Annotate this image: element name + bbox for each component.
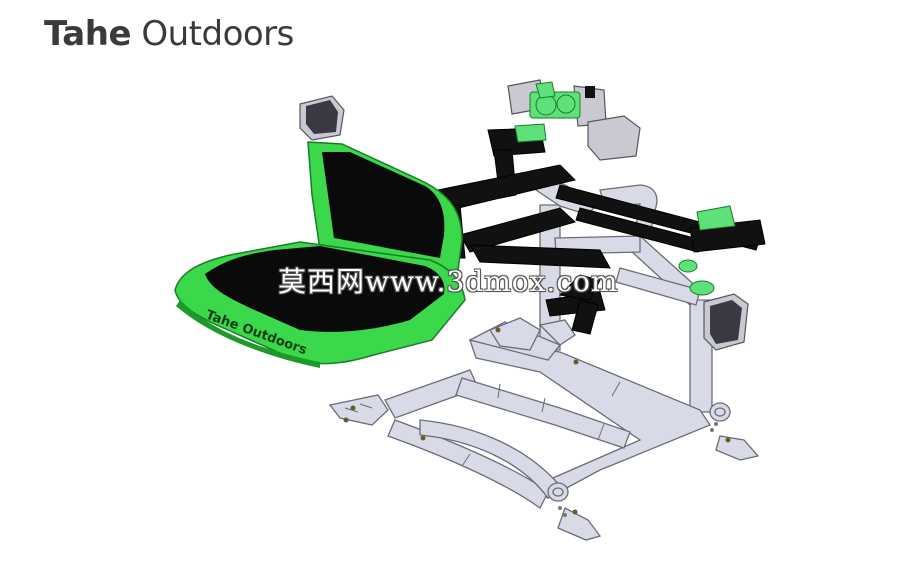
brand-name-bold: Tahe <box>44 14 132 54</box>
brand-name-rest: Outdoors <box>131 14 294 54</box>
top-clamp-assembly <box>507 79 736 231</box>
brand-logo: Tahe Outdoors <box>44 14 294 54</box>
side-handle <box>678 259 749 351</box>
seat <box>174 95 466 368</box>
watermark: 莫西网www.3dmox.com <box>278 265 619 298</box>
